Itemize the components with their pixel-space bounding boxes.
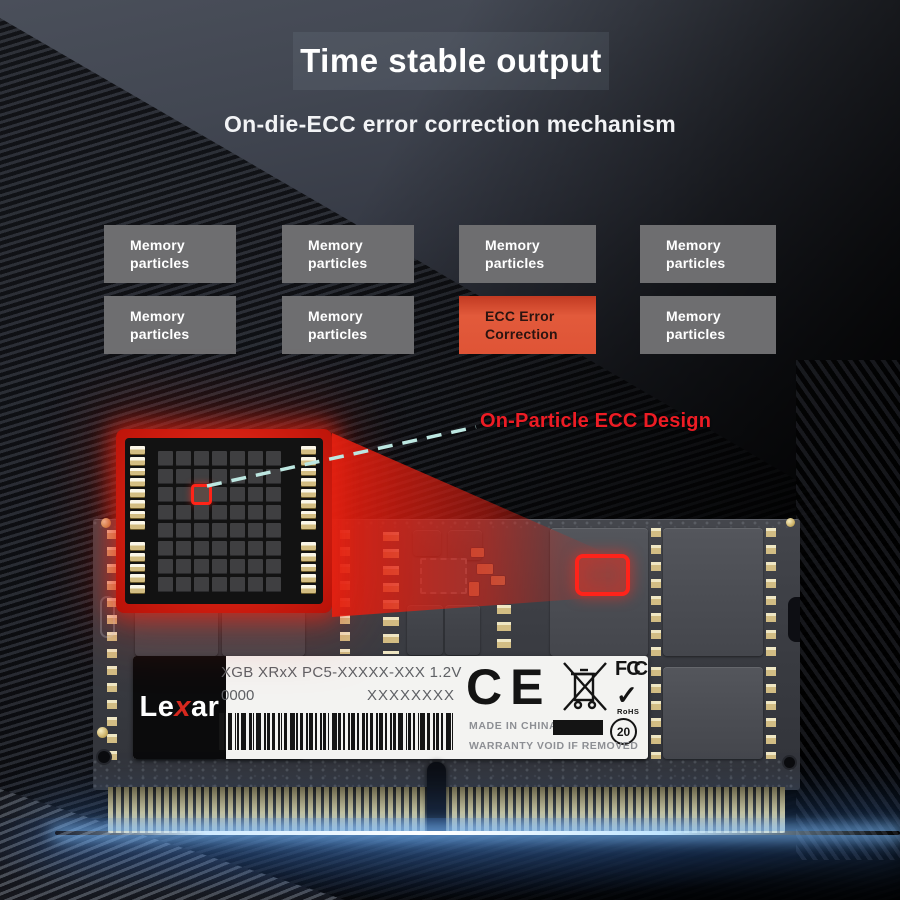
gold-test-pad <box>786 518 795 527</box>
capacitor <box>477 564 493 574</box>
label-serial-left: 0000 <box>221 687 255 704</box>
pmic-chip <box>407 605 443 655</box>
ecc-design-callout: On-Particle ECC Design <box>480 410 712 432</box>
gold-test-pad <box>97 727 108 738</box>
fcc-mark: FCC <box>615 658 648 680</box>
made-in-text: MADE IN CHINA <box>469 720 558 732</box>
chip-pin-column-left <box>130 446 147 596</box>
lexar-logo-block: Lexar <box>133 656 226 759</box>
warranty-text: WARRANTY VOID IF REMOVED <box>469 740 639 752</box>
label-serial-right: XXXXXXXX <box>366 687 455 704</box>
pcb-edge-notch <box>788 597 800 642</box>
lexar-red-x: x <box>174 691 192 723</box>
mounting-hole <box>782 755 797 770</box>
capacitor <box>491 576 505 585</box>
solder-pad-column <box>383 532 399 654</box>
weee-bin-icon <box>563 662 607 711</box>
lexar-logo: Lexar <box>139 691 220 723</box>
mounting-hole <box>96 749 112 765</box>
page-subtitle: On-die-ECC error correction mechanism <box>223 111 677 137</box>
solder-pad-column <box>651 528 661 656</box>
small-chip <box>413 530 441 556</box>
pmic-chip <box>445 605 480 655</box>
solder-pad-column <box>766 528 776 656</box>
sodimm-key-notch <box>427 762 446 834</box>
spd-chip <box>420 558 467 594</box>
rohs-label: RoHS <box>617 707 640 716</box>
pcb-via-strip-bottom <box>93 760 800 788</box>
scope-grid <box>158 451 281 592</box>
product-label: Lexar XGB XRxX PC5-XXXXX-XXX 1.2V 0000 X… <box>133 656 648 759</box>
epup-20-icon: 20 <box>610 718 637 745</box>
dram-chip <box>663 667 763 759</box>
dram-chip <box>663 528 763 656</box>
ce-mark: CE <box>466 659 552 715</box>
silkscreen-outline <box>100 596 115 638</box>
solder-pad-column <box>766 667 776 759</box>
background-stripes-right <box>796 360 900 860</box>
solder-pad-column <box>107 530 117 762</box>
page-title: Time stable output <box>300 42 602 79</box>
rohs-check-icon: ✓ <box>616 680 638 710</box>
magnified-chip <box>116 429 332 613</box>
label-black-bar <box>553 720 603 735</box>
gold-edge-pins <box>108 787 785 833</box>
chip-pin-column-right <box>301 446 318 596</box>
barcode <box>219 713 455 750</box>
solder-pad-column <box>340 530 350 654</box>
title-banner: Time stable output <box>293 32 609 90</box>
capacitor <box>471 548 484 557</box>
dram-chip <box>550 528 648 656</box>
capacitor <box>469 582 479 596</box>
blue-glow-line <box>55 831 900 835</box>
label-spec-line: XGB XRxX PC5-XXXXX-XXX 1.2V <box>221 664 462 681</box>
magnified-chip-body <box>125 438 323 604</box>
solder-pad-column <box>651 667 661 759</box>
gold-test-pad <box>101 518 111 528</box>
